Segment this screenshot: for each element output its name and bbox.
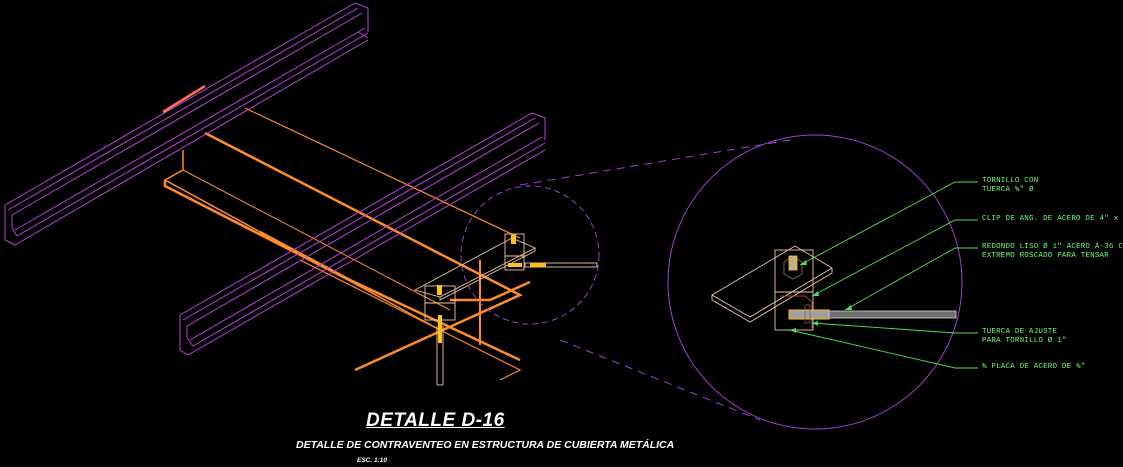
callout-line: EXTREMO ROSCADO PARA TENSAR [982,252,1109,260]
purlin-upper [4,2,369,246]
leader-lines [789,181,978,369]
callout-line: CLIP DE ANG. DE ACERO DE 4" x 3/8" [982,215,1123,223]
callout-tornillo: TORNILLO CON TUERCA ⅝" Ø [982,177,1038,195]
drawing-title: DETALLE D-16 [366,410,505,431]
leader-arrowheads [790,260,852,333]
enlarged-bolt-top [783,255,803,280]
detail-circle-large [667,134,963,430]
callout-line: TUERCA DE AJUSTE [982,328,1058,336]
steel-beam [163,107,531,381]
callout-line: ⅜ PLACA DE ACERO DE ⅜" [982,363,1086,371]
callout-redondo: REDONDO LISO Ø 1" ACERO A-36 CON EXTREMO… [982,243,1123,261]
detail-circle-small [460,185,600,325]
detail-connector-lines [519,139,791,421]
enlarged-tension-rod [788,304,957,324]
callout-clip: CLIP DE ANG. DE ACERO DE 4" x 3/8" [982,215,1123,224]
callout-placa: ⅜ PLACA DE ACERO DE ⅜" [982,363,1085,372]
drawing-subtitle: DETALLE DE CONTRAVENTEO EN ESTRUCTURA DE… [296,439,675,451]
callout-line: TUERCA ⅝" Ø [982,186,1034,194]
callout-tuerca: TUERCA DE AJUSTE PARA TORNILLO Ø 1" [982,328,1067,346]
drawing-scale: ESC. 1:10 [357,457,387,464]
beam-flange-mark [162,84,206,114]
bolt-small [437,234,546,343]
connection-small [413,233,598,386]
callout-line: REDONDO LISO Ø 1" ACERO A-36 CON [982,243,1123,251]
callout-line: TORNILLO CON [982,177,1039,185]
callout-line: PARA TORNILLO Ø 1" [982,337,1067,345]
purlin-lower [179,112,546,356]
